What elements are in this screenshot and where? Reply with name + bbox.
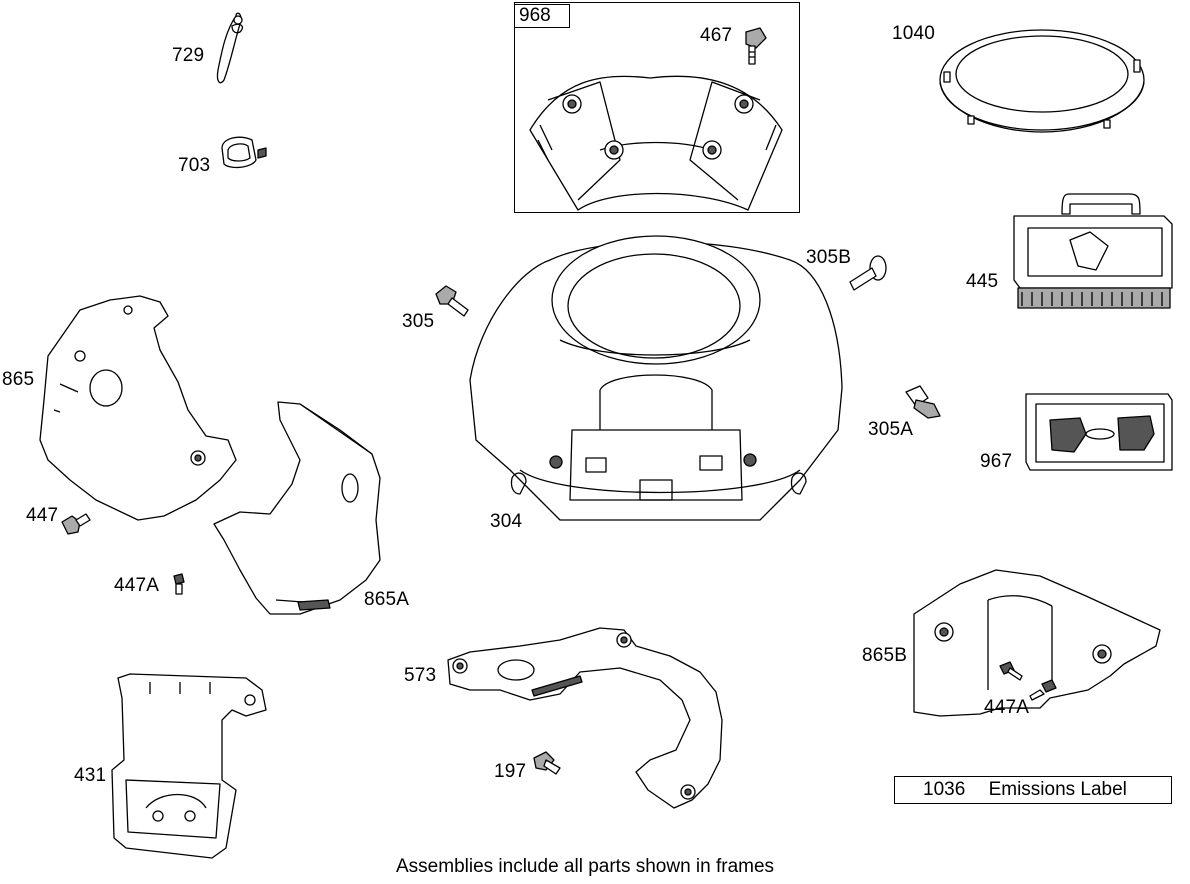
part-blower-housing xyxy=(469,235,843,521)
part-label-467: 467 xyxy=(700,25,733,46)
part-label-304: 304 xyxy=(490,511,523,532)
part-label-865A: 865A xyxy=(364,589,410,610)
part-label-447A-left: 447A xyxy=(114,575,160,596)
part-305-bolt xyxy=(435,285,469,317)
part-703-clamp xyxy=(221,136,267,169)
part-label-865B: 865B xyxy=(862,645,908,666)
part-label-305A: 305A xyxy=(868,419,914,440)
part-label-967: 967 xyxy=(980,451,1013,472)
diagram-caption: Assemblies include all parts shown in fr… xyxy=(396,856,775,877)
part-197-screw xyxy=(533,751,561,775)
part-467-screw xyxy=(745,27,767,65)
part-label-197: 197 xyxy=(494,761,527,782)
part-968-blower-cover xyxy=(529,75,783,211)
part-305A-fitting xyxy=(905,385,941,419)
part-label-445: 445 xyxy=(966,271,999,292)
legend-part-name: Emissions Label xyxy=(988,779,1127,800)
part-label-703: 703 xyxy=(178,155,211,176)
part-573-baffle xyxy=(447,627,723,809)
part-305B-bolt xyxy=(849,255,887,291)
emissions-label-legend: 1036 Emissions Label xyxy=(894,776,1172,804)
part-label-729: 729 xyxy=(172,45,205,66)
part-447-bolt xyxy=(61,513,91,535)
part-447A-screw-left xyxy=(173,573,185,595)
part-1040-air-cleaner-ring xyxy=(939,29,1145,133)
part-865A-shroud xyxy=(213,401,381,615)
part-445-air-filter xyxy=(1013,193,1173,309)
legend-part-number: 1036 xyxy=(923,779,966,800)
part-865-shroud xyxy=(39,295,237,521)
part-865B-shroud xyxy=(913,569,1161,717)
part-447A-screws-right xyxy=(999,661,1057,701)
part-label-573: 573 xyxy=(404,665,437,686)
part-label-305: 305 xyxy=(402,311,435,332)
part-label-1040: 1040 xyxy=(892,23,936,44)
part-label-431: 431 xyxy=(74,765,107,786)
part-431-bracket xyxy=(111,673,267,859)
assembly-frame-label: 968 xyxy=(514,4,570,28)
assembly-frame xyxy=(514,2,800,213)
part-label-447: 447 xyxy=(26,505,59,526)
part-729-tie-strap xyxy=(216,12,244,84)
part-967-pre-cleaner xyxy=(1025,393,1173,471)
part-label-447A-right: 447A xyxy=(984,697,1030,718)
part-label-865: 865 xyxy=(2,369,35,390)
part-label-305B: 305B xyxy=(806,247,852,268)
